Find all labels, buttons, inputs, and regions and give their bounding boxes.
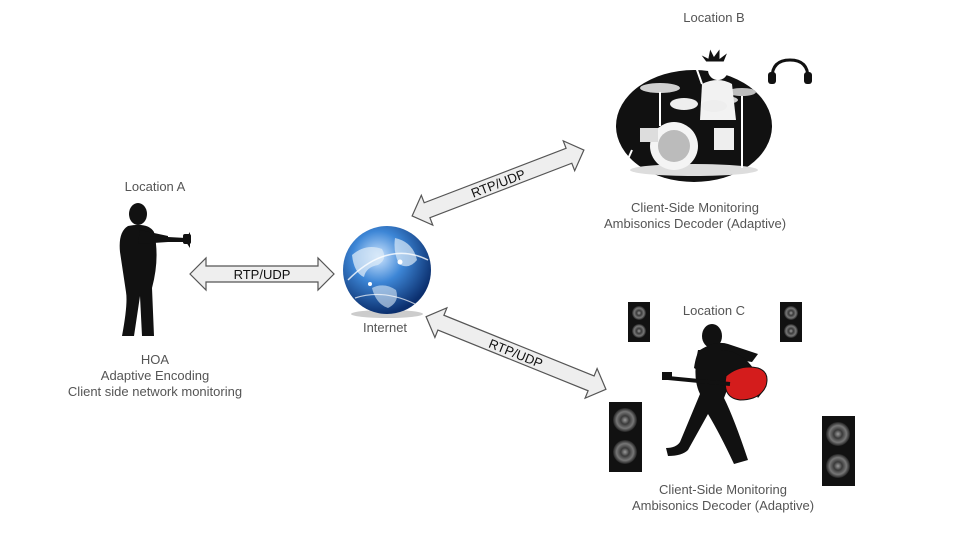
location-c-description: Client-Side Monitoring Ambisonics Decode… xyxy=(608,482,838,514)
location-b-line-1: Client-Side Monitoring xyxy=(631,200,759,215)
link-label-a-internet: RTP/UDP xyxy=(234,267,291,282)
drummer-icon xyxy=(616,46,772,182)
headphones-icon xyxy=(768,58,812,84)
location-c-line-1: Client-Side Monitoring xyxy=(659,482,787,497)
location-c-title: Location C xyxy=(682,303,746,318)
guitarist-icon xyxy=(662,324,768,464)
speaker-icon xyxy=(609,402,642,472)
arrow-a-internet: RTP/UDP xyxy=(189,256,335,292)
speaker-icon xyxy=(628,302,650,342)
location-b-description: Client-Side Monitoring Ambisonics Decode… xyxy=(580,200,810,232)
arrow-internet-b: RTP/UDP xyxy=(411,139,585,227)
speaker-icon xyxy=(822,416,855,486)
location-b-title: Location B xyxy=(683,10,745,25)
location-c-line-2: Ambisonics Decoder (Adaptive) xyxy=(631,498,815,513)
speaker-icon xyxy=(780,302,802,342)
location-a-line-1: HOA xyxy=(140,352,170,367)
location-b-line-2: Ambisonics Decoder (Adaptive) xyxy=(603,216,787,231)
globe-icon xyxy=(343,226,431,318)
location-a-line-2: Adaptive Encoding xyxy=(100,368,210,383)
arrow-internet-c: RTP/UDP xyxy=(425,306,607,400)
location-a-description: HOA Adaptive Encoding Client side networ… xyxy=(40,352,270,400)
location-a-line-3: Client side network monitoring xyxy=(67,384,243,399)
internet-label: Internet xyxy=(362,320,408,335)
link-label-internet-b: RTP/UDP xyxy=(469,166,527,200)
trumpet-player-icon xyxy=(119,203,191,336)
location-a-title: Location A xyxy=(124,179,186,194)
